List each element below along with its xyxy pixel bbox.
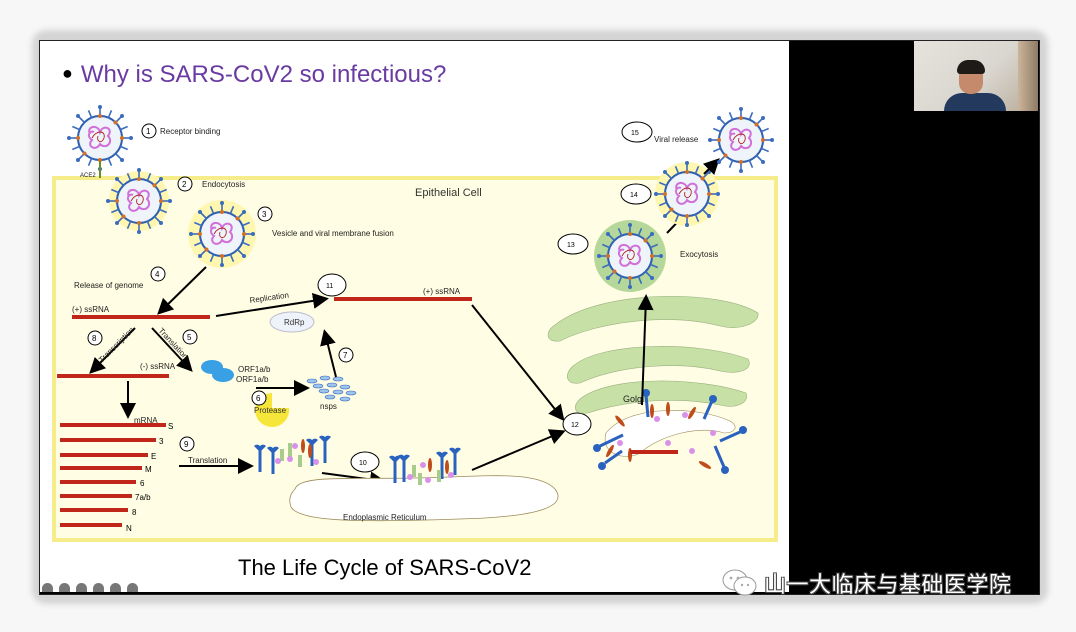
menu-icon[interactable] (110, 583, 121, 592)
watermark-text: 山一大临床与基础医学院 (764, 573, 1012, 598)
gene-m: M (145, 465, 152, 474)
viral-release-label: Viral release (654, 135, 699, 144)
orf-label-1: ORF1a/b (238, 365, 271, 374)
step-7-number: 7 (343, 351, 348, 360)
step-12-number: 12 (571, 422, 579, 429)
back-icon[interactable] (42, 583, 53, 592)
slide-toolbar (42, 583, 138, 592)
slide-title: ● Why is SARS-CoV2 so infectious? (62, 61, 446, 89)
structural-proteins-icon (252, 434, 333, 476)
gene-e: E (151, 452, 156, 461)
released-virus-icon (707, 106, 775, 174)
step-8-number: 8 (92, 334, 97, 343)
golgi-apparatus (547, 295, 759, 414)
webcam-background (1018, 41, 1038, 111)
gene-8: 8 (132, 508, 137, 517)
wechat-icon (722, 569, 757, 596)
webcam-person-hair (957, 60, 985, 74)
step-6-number: 6 (256, 394, 261, 403)
gene-n: N (126, 524, 132, 533)
step-1-label: Receptor binding (160, 127, 220, 136)
step-2-number: 2 (182, 180, 187, 189)
step-4-label: Release of genome (74, 281, 144, 290)
golgi-vesicle-virus-icon (596, 222, 664, 290)
step-10-number: 10 (359, 460, 367, 467)
rdrp-enzyme (269, 311, 315, 333)
cell-label: Epithelial Cell (415, 187, 482, 199)
exocytosis-virus-icon (653, 160, 721, 228)
er-label: Endoplasmic Reticulum (343, 513, 427, 522)
presenter-webcam[interactable] (914, 41, 1038, 111)
step-4-number: 4 (155, 270, 160, 279)
plus-ssrna-strand (72, 315, 210, 319)
endoplasmic-reticulum (289, 475, 559, 522)
grid-icon[interactable] (76, 583, 87, 592)
step-9-number: 9 (184, 440, 189, 449)
step-1-number: 1 (146, 127, 151, 136)
minus-ssrna-strand (57, 374, 169, 378)
gene-s: S (168, 422, 173, 431)
pen-icon[interactable] (59, 583, 70, 592)
protease-label: Protease (254, 406, 287, 415)
slide-caption: The Life Cycle of SARS-CoV2 (238, 555, 532, 580)
er-proteins-icon (387, 446, 463, 485)
golgi-label: Golgi (623, 394, 644, 404)
forward-icon[interactable] (127, 583, 138, 592)
step-11-number: 11 (326, 283, 333, 290)
plus-ssrna-copy-strand (334, 297, 472, 301)
step-14-number: 14 (630, 192, 638, 199)
gene-3: 3 (159, 437, 164, 446)
step-15-number: 15 (631, 130, 639, 137)
slide-title-text: Why is SARS-CoV2 so infectious? (80, 61, 447, 88)
plus-ssrna-label: (+) ssRNA (72, 305, 110, 314)
orf-label-2: ORF1a/b (236, 375, 269, 384)
step-5-number: 5 (187, 333, 192, 342)
life-cycle-diagram: Epithelial Cell ACE2 1 Receptor binding … (52, 104, 778, 542)
webcam-person-body (944, 93, 1006, 111)
endocytosis-virus-icon (105, 167, 173, 235)
mrna-label: mRNA (134, 416, 158, 425)
ace2-label: ACE2 (80, 173, 96, 179)
vesicle-virus-icon (188, 200, 256, 268)
translation-label-9: Translation (188, 456, 227, 465)
step-3-number: 3 (262, 210, 267, 219)
step-2-label: Endocytosis (202, 180, 245, 189)
gene-6: 6 (140, 479, 145, 488)
presentation-slide: ● Why is SARS-CoV2 so infectious? (40, 41, 789, 592)
pointer-icon[interactable] (93, 583, 104, 592)
plus-ssrna-copy-label: (+) ssRNA (423, 287, 461, 296)
budding-proteins-icon (593, 389, 747, 474)
nsps-label: nsps (320, 402, 337, 411)
wechat-watermark: 山一大临床与基础医学院 (722, 567, 1012, 599)
step-13-number: 13 (567, 242, 575, 249)
exocytosis-label: Exocytosis (680, 250, 718, 259)
minus-ssrna-label: (-) ssRNA (140, 362, 176, 371)
bullet-icon: ● (62, 63, 73, 83)
rdrp-label: RdRp (284, 318, 305, 327)
nsps-cluster (306, 375, 357, 402)
gene-7ab: 7a/b (135, 493, 151, 502)
step-3-label: Vesicle and viral membrane fusion (272, 229, 394, 238)
mrna-strands (60, 423, 166, 527)
